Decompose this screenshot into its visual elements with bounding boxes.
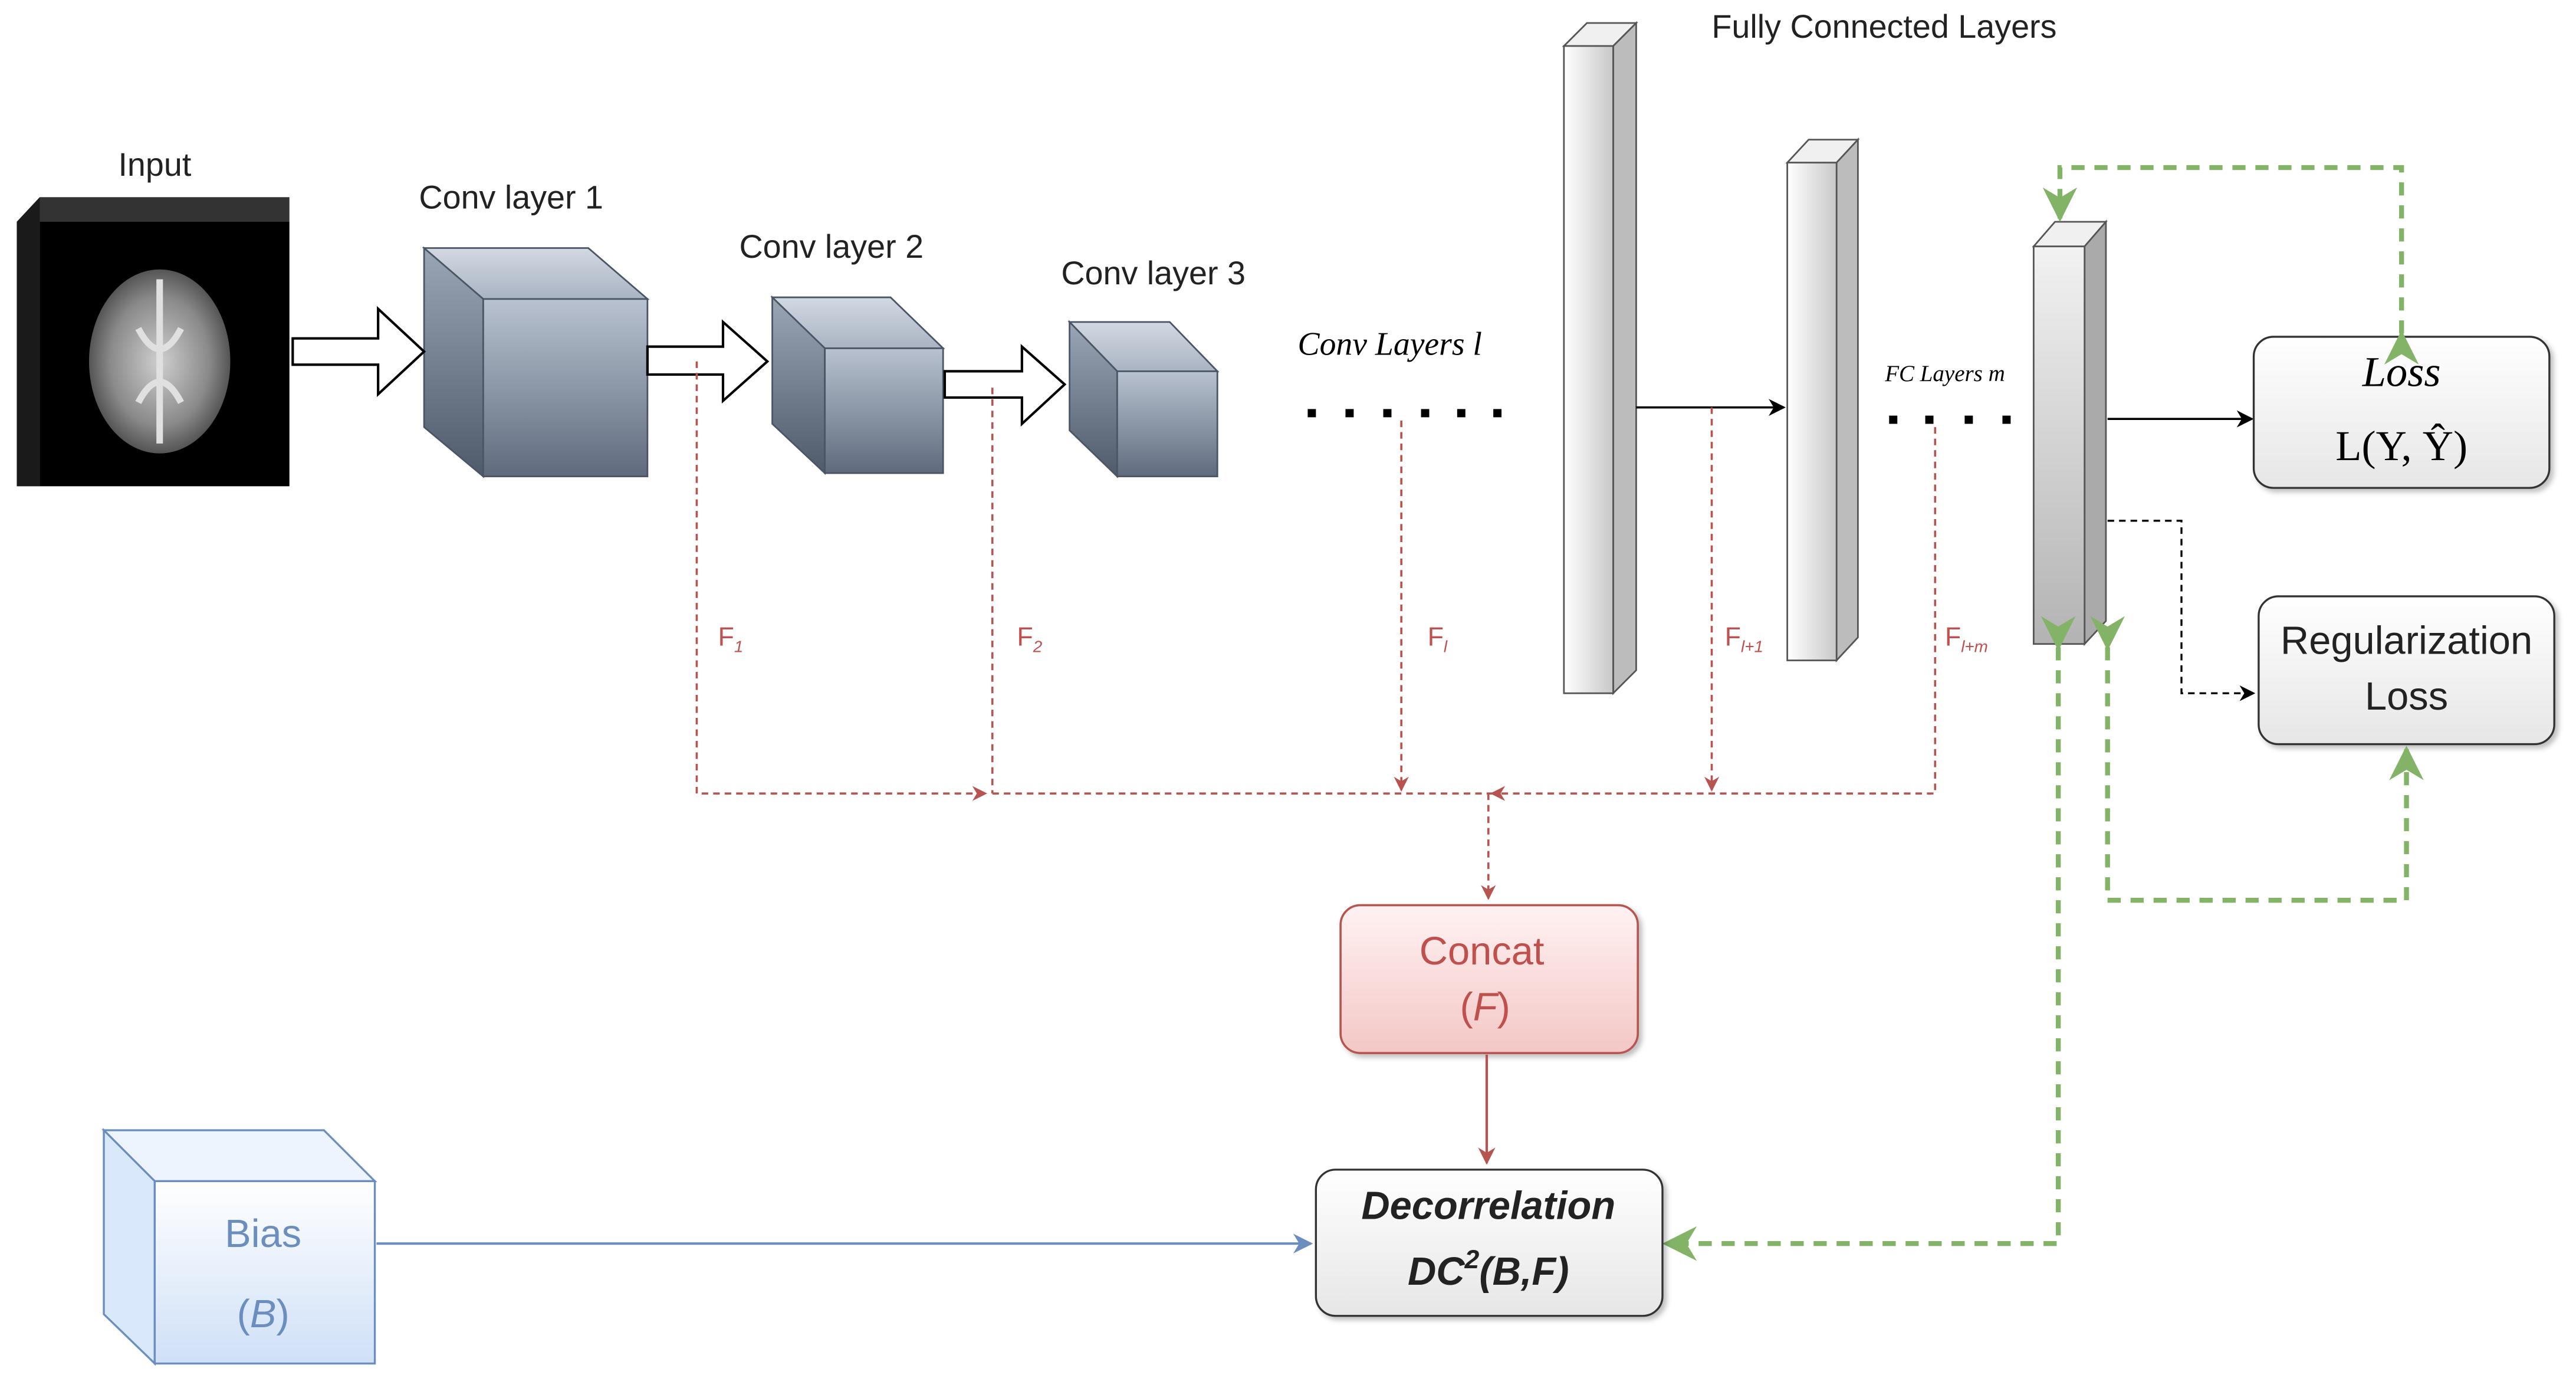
conv-ellipsis [1307,409,1502,418]
fc-layers-title: Fully Connected Layers [1711,8,2056,45]
conv-layer-2-label: Conv layer 2 [739,228,924,265]
fl-label: Fl [1428,622,1448,655]
reg-loss-line2: Loss [2365,675,2448,718]
loss-feedback-arrow [2042,165,2419,365]
input-image [17,197,290,487]
conv-layers-l-label: Conv Layers l [1297,326,1481,363]
decor-formula: DC2(B,F) [1408,1245,1569,1294]
decor-feedback-arrow [1662,616,2076,1261]
f1-tap [695,361,988,801]
output-to-reg-arrow [2107,520,2256,701]
fc-bar-2 [1785,137,1860,663]
bias-label: Bias [225,1212,301,1256]
loss-formula: L(Y, Ŷ) [2335,422,2467,470]
conv-layer-3-cube [1067,320,1220,478]
conv-layer-2-cube [770,295,945,475]
loss-box: Loss L(Y, Ŷ) [2252,336,2551,489]
loss-title: Loss [2362,347,2441,395]
hollow-arrow-2 [646,319,770,404]
hollow-arrow-3 [943,343,1067,427]
fl1-label: Fl+1 [1725,622,1763,655]
decorrelation-box: Decorrelation DC2(B,F) [1315,1169,1664,1317]
bias-var: (B) [237,1292,290,1336]
conv-layer-3-label: Conv layer 3 [1061,255,1246,291]
decor-title: Decorrelation [1361,1184,1615,1228]
f1-label: F1 [718,622,744,655]
regularization-loss-box: Regularization Loss [2258,595,2555,746]
conv-layer-1-label: Conv layer 1 [419,179,603,216]
feature-tap-lines [695,361,1937,900]
concat-var: (F) [1460,985,1510,1029]
flm-tap [1490,427,1937,801]
concat-box: Concat (F) [1339,904,1639,1054]
fc-bar-output [2032,219,2108,647]
bias-cube: Bias (B) [101,1128,377,1366]
input-label: Input [118,146,191,183]
fc-layers-m-label: FC Layers m [1884,361,2005,386]
fc-ellipsis [1889,415,2011,424]
f2-label: F2 [1017,622,1042,655]
hollow-arrow-1 [291,306,426,398]
concat-label: Concat [1420,930,1545,973]
fc-bar-1 [1562,21,1638,695]
flm-label: Fl+m [1945,622,1988,655]
green-feedback-arrows [1662,165,2424,1261]
reg-loss-line1: Regularization [2281,619,2532,662]
conv-layer-1-cube [422,246,650,478]
reg-feedback-arrow [2090,616,2424,903]
